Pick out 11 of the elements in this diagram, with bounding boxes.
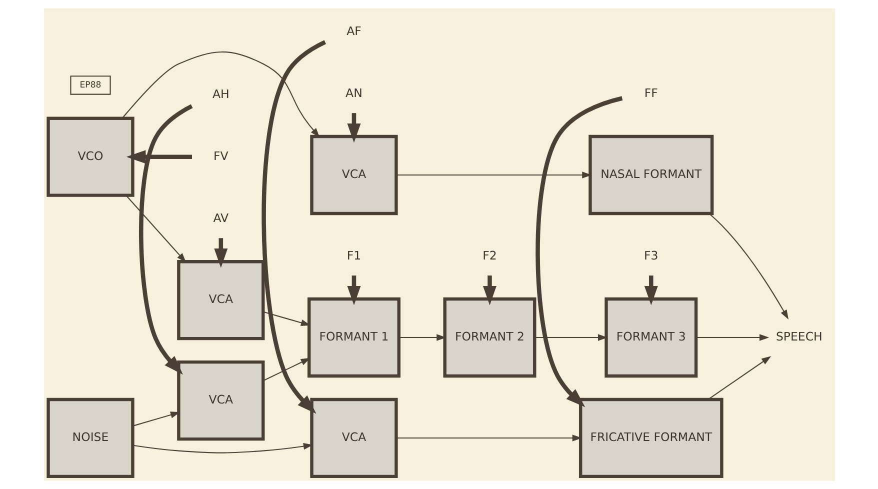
node-text: SPEECH: [775, 329, 822, 344]
node-text: FF: [644, 86, 658, 100]
node-text: FV: [213, 148, 228, 163]
node-text: F3: [644, 248, 658, 262]
node-text: F2: [482, 248, 496, 262]
node-text: AN: [345, 86, 362, 100]
node-text: AF: [346, 24, 361, 38]
node-text: F1: [346, 248, 361, 262]
node-text: AV: [212, 210, 228, 225]
label: EP88: [79, 80, 101, 90]
node-text: AH: [212, 86, 229, 101]
